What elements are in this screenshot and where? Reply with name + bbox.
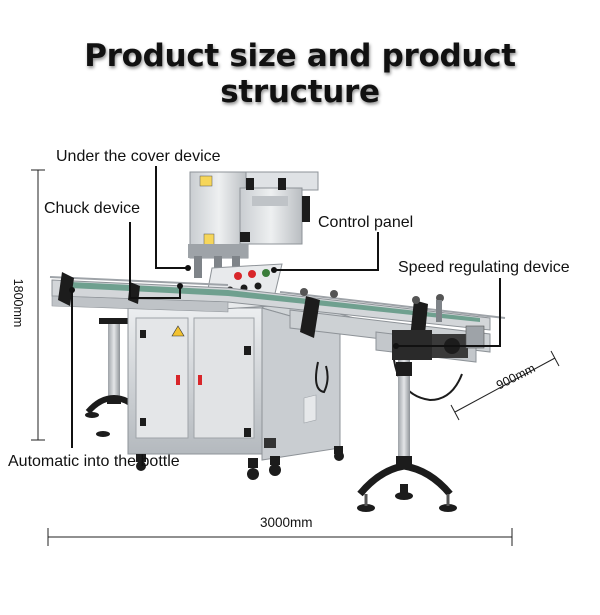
right-conveyor-stand <box>357 360 457 512</box>
under-cover-leader <box>155 166 188 269</box>
label-under-cover-device: Under the cover device <box>56 148 221 165</box>
length-dimension-label: 3000mm <box>260 515 313 530</box>
length-dimension-line <box>47 528 513 546</box>
label-speed-regulating-device: Speed regulating device <box>398 259 570 276</box>
control-panel-leader <box>274 232 379 271</box>
callout-dots <box>69 265 399 349</box>
speed-leader <box>396 278 501 347</box>
cabinet-casters <box>136 446 344 480</box>
label-automatic-into-the-bottle: Automatic into the bottle <box>8 453 180 470</box>
label-chuck-device: Chuck device <box>44 200 141 217</box>
height-dimension-label: 1800mm <box>11 278 25 328</box>
height-dimension-line <box>31 169 45 441</box>
label-control-panel: Control panel <box>318 214 414 231</box>
page-title: Product size and product structure <box>84 38 516 110</box>
depth-dimension-line <box>450 350 560 421</box>
callout-lines <box>71 166 501 448</box>
chuck-leader <box>129 222 181 299</box>
capping-head <box>188 171 319 278</box>
